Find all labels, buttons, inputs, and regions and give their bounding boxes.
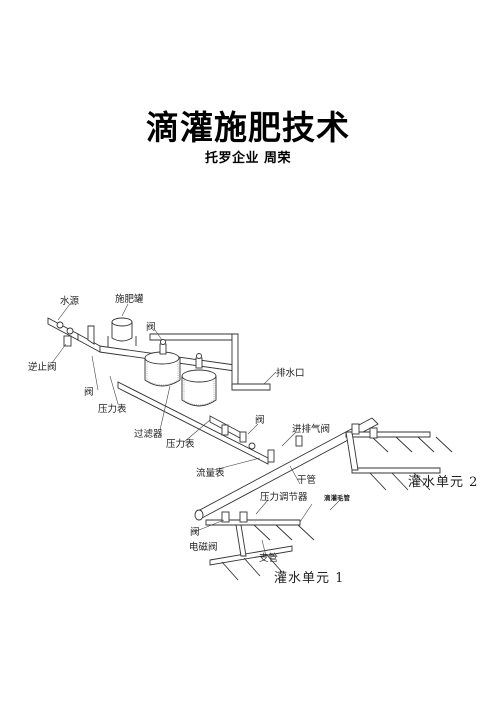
- inlet-pipe: [47, 317, 101, 353]
- main-pipe: [194, 417, 379, 521]
- label-valve-left: 阀: [84, 386, 94, 398]
- label-check-valve: 逆止阀: [28, 361, 57, 373]
- filter-tank-1: [144, 351, 181, 387]
- label-lateral-pipe: 支管: [259, 552, 278, 564]
- label-valve-top: 阀: [146, 321, 156, 333]
- label-pressure-gauge-2: 压力表: [166, 438, 195, 450]
- leader-lines: [51, 303, 343, 557]
- label-unit-1: 灌水单元 1: [274, 571, 344, 586]
- irrigation-unit-2: [345, 423, 453, 491]
- label-flow-meter: 流量表: [196, 467, 225, 479]
- label-filter: 过滤器: [134, 428, 163, 440]
- label-solenoid-valve: 电磁阀: [189, 541, 218, 553]
- filter-tank-2: [181, 369, 217, 407]
- label-valve-bottom: 阀: [190, 526, 200, 538]
- page-subtitle: 托罗企业 周荣: [204, 151, 292, 166]
- label-valve-mid: 阀: [255, 414, 265, 426]
- label-pressure-gauge-1: 压力表: [98, 403, 127, 415]
- label-air-valve: 进排气阀: [292, 423, 330, 435]
- label-fertilizer-tank: 施肥罐: [115, 293, 144, 305]
- label-drain: 排水口: [276, 367, 305, 379]
- irrigation-unit-1: [205, 511, 315, 581]
- label-drip-tape: 滴灌毛管: [324, 493, 351, 502]
- fertilizer-tank: [107, 317, 137, 350]
- label-water-source: 水源: [60, 295, 80, 307]
- valve-cluster-top: [159, 339, 203, 369]
- label-unit-2: 灌水单元 2: [408, 475, 478, 490]
- page-title: 滴灌施肥技术: [146, 108, 350, 147]
- lower-distribution-pipe: [117, 381, 269, 465]
- label-pressure-regulator: 压力调节器: [260, 491, 308, 503]
- label-main-pipe: 干管: [297, 474, 316, 486]
- check-valve-assembly: [63, 325, 95, 347]
